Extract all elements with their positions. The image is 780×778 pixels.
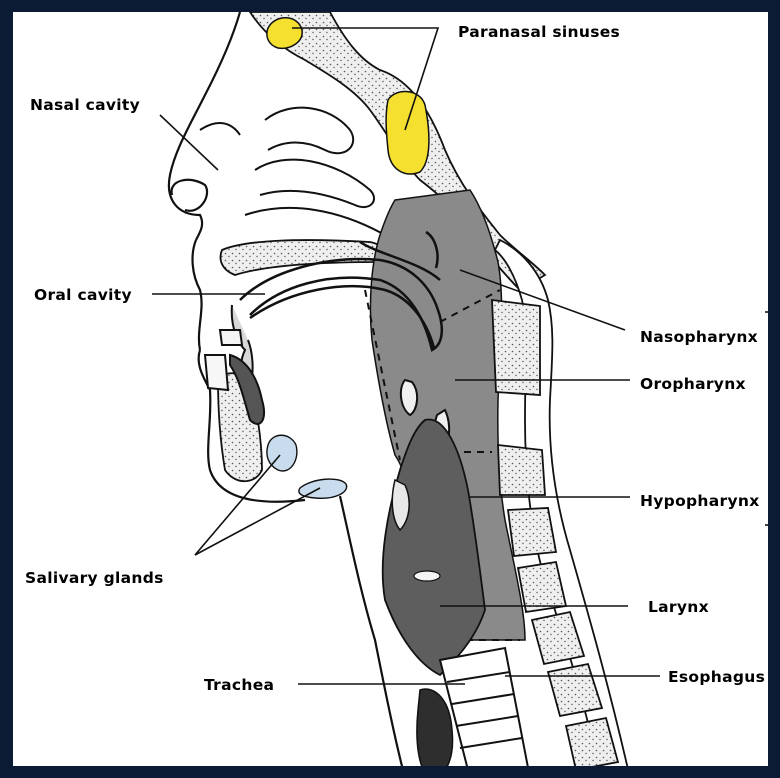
frontal-sinus (267, 18, 302, 49)
label-nasal-cavity: Nasal cavity (30, 96, 140, 114)
vocal-cord (414, 571, 440, 581)
label-esophagus: Esophagus (668, 668, 765, 686)
label-trachea: Trachea (204, 676, 274, 694)
label-paranasal-sinuses: Paranasal sinuses (458, 23, 620, 41)
label-salivary-glands: Salivary glands (25, 569, 164, 587)
label-oropharynx: Oropharynx (640, 375, 746, 393)
label-larynx: Larynx (648, 598, 709, 616)
label-hypopharynx: Hypopharynx (640, 492, 760, 510)
sphenoid-sinus (386, 92, 429, 174)
label-nasopharynx: Nasopharynx (640, 328, 758, 346)
label-oral-cavity: Oral cavity (34, 286, 132, 304)
